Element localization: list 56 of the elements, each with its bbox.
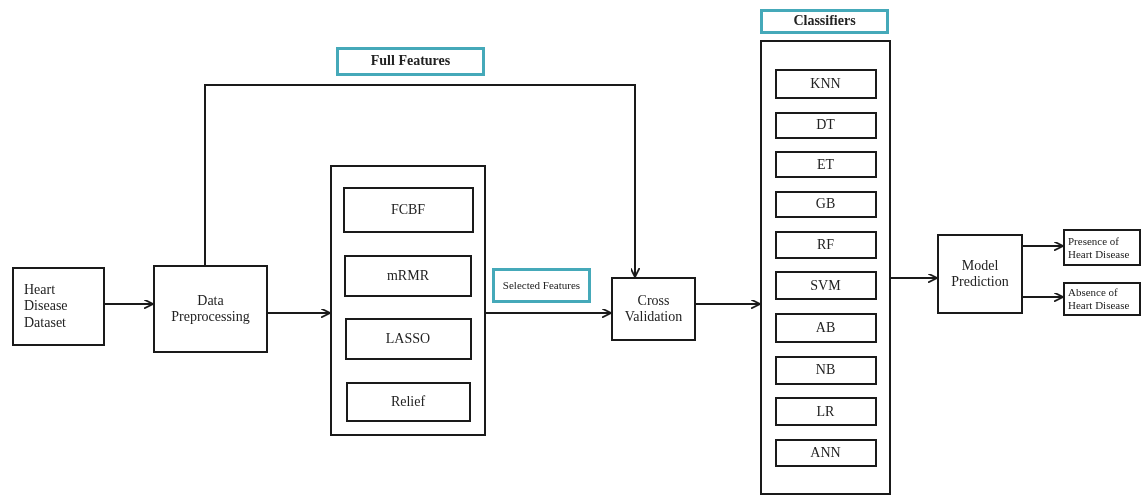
- group-box: [330, 165, 486, 436]
- node-label: RF: [816, 236, 835, 253]
- node-label: Relief: [390, 393, 426, 410]
- node-label: DT: [816, 117, 835, 134]
- process-box: [153, 265, 268, 353]
- node-label: Presence of Heart Disease: [1068, 234, 1131, 261]
- method-box: [345, 381, 471, 422]
- method-box: [774, 438, 877, 467]
- node-label: SVM: [810, 277, 841, 294]
- method-box: [774, 190, 877, 218]
- method-box: [342, 187, 474, 233]
- node-label: NB: [815, 362, 836, 379]
- node-label: Absence of Heart Disease: [1068, 286, 1131, 312]
- arrow: [890, 272, 938, 284]
- node-label: Data Preprocessing: [170, 292, 251, 326]
- node-label: Classifiers: [793, 13, 856, 30]
- node-label: Model Prediction: [950, 257, 1010, 291]
- method-box: [774, 230, 877, 259]
- label-box: [492, 268, 591, 303]
- group-box: [760, 40, 891, 495]
- arrow: [1022, 291, 1064, 303]
- label-box: [760, 9, 889, 34]
- node-label: Selected Features: [502, 279, 581, 292]
- node-label: LR: [816, 403, 835, 420]
- node-label: Full Features: [370, 53, 451, 70]
- node-label: ANN: [810, 444, 841, 461]
- arrow: [485, 307, 612, 319]
- arrow: [104, 298, 154, 310]
- method-box: [774, 271, 877, 301]
- node-label: KNN: [810, 75, 841, 93]
- outcome-box: [1063, 229, 1141, 266]
- arrow: [1022, 240, 1064, 252]
- method-box: [774, 312, 877, 343]
- method-box: [774, 151, 877, 179]
- node-label: mRMR: [387, 267, 429, 284]
- method-box: [774, 355, 877, 385]
- method-box: [774, 397, 877, 427]
- outcome-box: [1063, 282, 1141, 316]
- method-box: [774, 69, 877, 99]
- node-label: GB: [815, 196, 836, 213]
- arrow: [267, 307, 331, 319]
- process-box: [12, 267, 105, 346]
- arrow: [204, 84, 641, 278]
- node-label: LASSO: [385, 331, 431, 348]
- node-label: Heart Disease Dataset: [24, 282, 69, 331]
- label-box: [336, 47, 485, 76]
- node-label: AB: [815, 319, 836, 336]
- node-label: ET: [816, 156, 835, 173]
- node-label: Cross Validation: [623, 292, 684, 326]
- process-box: [611, 277, 696, 341]
- method-box: [344, 318, 472, 361]
- node-label: FCBF: [390, 201, 426, 219]
- method-box: [344, 254, 472, 297]
- arrow: [695, 298, 761, 310]
- process-box: [937, 234, 1023, 314]
- method-box: [774, 111, 877, 139]
